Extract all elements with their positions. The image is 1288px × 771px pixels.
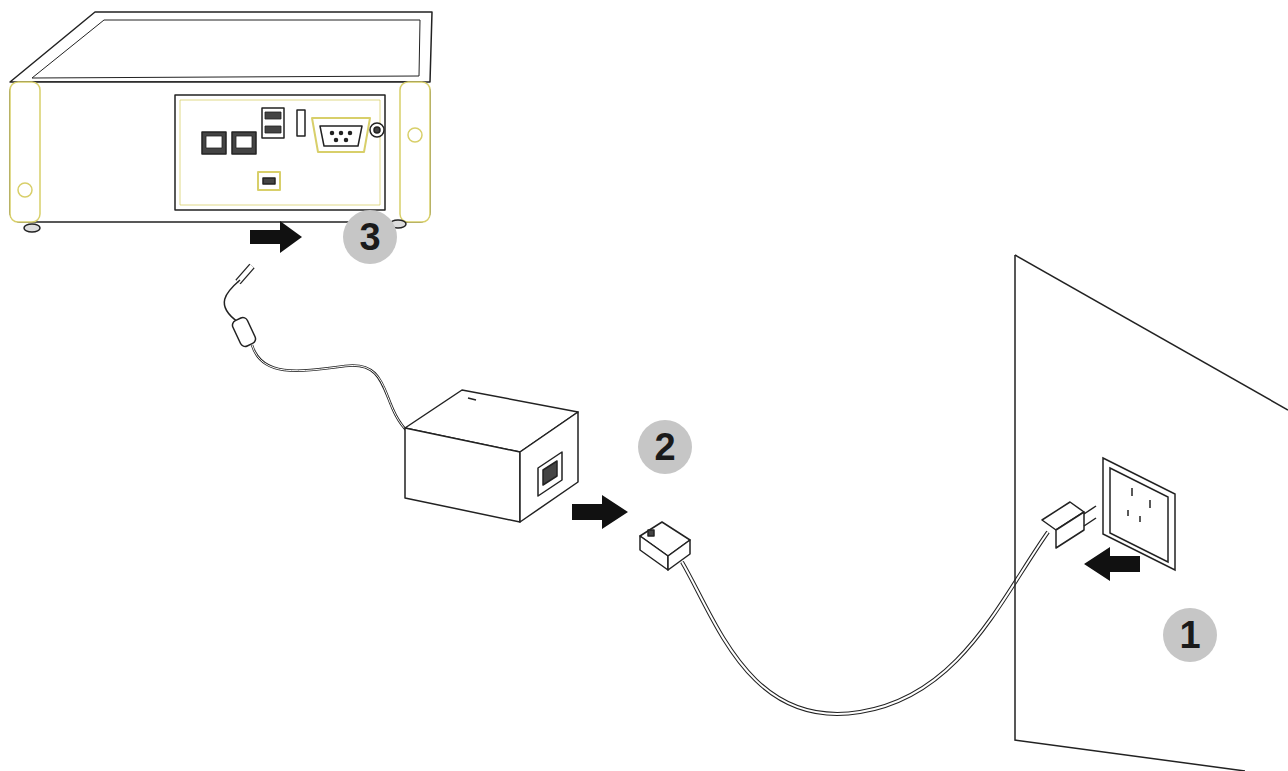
power-adapter [520,412,578,522]
mini-pc [370,123,384,137]
mini-pc [320,126,362,146]
mini-pc [297,110,305,136]
dc-cable [238,266,252,282]
mini-pc [265,112,281,119]
wall-outlet [1139,516,1141,522]
callout-number: 3 [343,210,397,264]
motion-arrow [572,495,628,529]
mini-pc [331,132,334,135]
mini-pc [175,95,385,210]
mini-pc [10,12,432,232]
ac-power-cord [1084,506,1096,514]
wall-outlet [1103,458,1175,570]
mini-pc [10,12,432,82]
mini-pc [335,139,338,142]
power-adapter [543,461,557,485]
wall-outlet [1131,488,1133,496]
dc-cable [238,266,252,282]
wall-outlet [1015,255,1288,771]
ac-power-cord [1056,512,1084,548]
motion-arrow [1084,547,1140,581]
dc-cable [224,280,240,322]
mini-pc [345,139,348,142]
wall-outlet [1127,510,1129,516]
mini-pc [202,132,226,154]
mini-pc [18,183,32,197]
power-adapter [405,390,578,522]
power-adapter [468,398,476,400]
mini-pc [24,224,40,232]
dc-cable [252,345,408,432]
ac-power-cord [682,532,1048,714]
callout-circle-fill [1163,608,1217,662]
callout-circle: 1 [1163,608,1217,662]
power-adapter [405,428,520,522]
mini-pc [400,82,430,222]
mini-pc [232,132,256,154]
wall-outlet [1015,255,1288,410]
callout-circle-fill [638,420,692,474]
ac-power-cord [640,536,668,570]
mini-pc [265,126,281,133]
mini-pc [180,100,380,205]
power-adapter [538,452,562,496]
mini-pc [10,82,430,222]
callout-number: 2 [638,420,692,474]
callout-number: 1 [1163,608,1217,662]
mini-pc [408,128,422,142]
ac-power-cord [682,532,1048,714]
mini-pc [340,132,343,135]
ac-power-cord [640,502,1096,714]
dc-cable [224,266,408,432]
callout-circle: 3 [343,210,397,264]
wall-outlet [1110,468,1168,562]
ac-power-cord [648,530,654,536]
dc-cable [252,345,408,432]
mini-pc [206,136,222,148]
motion-arrow [250,221,1140,581]
mini-pc [312,118,370,152]
dc-cable [231,316,257,348]
mini-pc [262,108,284,138]
mini-pc [32,20,420,78]
mini-pc [258,172,280,190]
motion-arrow [250,221,302,253]
mini-pc [374,127,380,133]
callout-circle-fill [343,210,397,264]
mini-pc [236,136,252,148]
mini-pc [10,82,40,222]
mini-pc [263,178,275,184]
ac-power-cord [1084,518,1096,526]
wall-outlet [1149,500,1151,508]
wall-outlet [1015,255,1245,771]
mini-pc [349,132,352,135]
ac-power-cord [668,540,690,570]
callout-circle: 2 [638,420,692,474]
